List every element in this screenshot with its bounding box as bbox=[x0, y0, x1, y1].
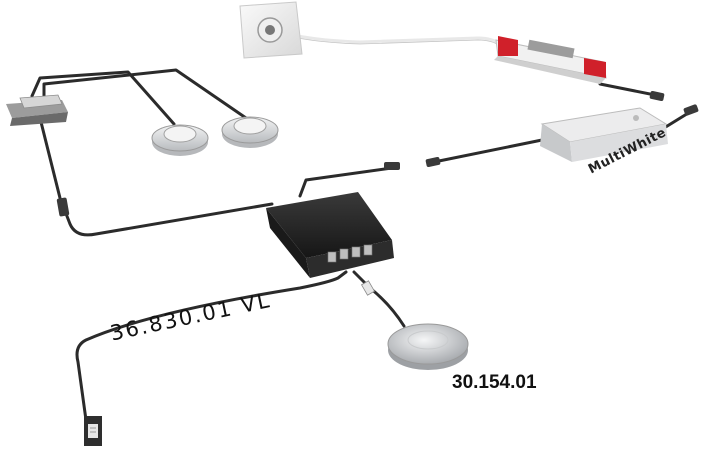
connectors bbox=[56, 91, 699, 217]
connector-right-end bbox=[683, 104, 699, 116]
power-supply bbox=[494, 36, 607, 84]
sensor-part-number: 30.154.01 bbox=[452, 372, 537, 393]
cable-distributor-to-vl bbox=[75, 270, 348, 422]
wall-socket bbox=[239, 1, 303, 59]
cable-switch-to-button-1 bbox=[30, 70, 176, 126]
cable-driver-to-psu bbox=[598, 82, 662, 98]
touch-sensor-disc bbox=[387, 323, 469, 370]
psu-red-cap-left bbox=[498, 36, 518, 56]
cable-distributor-to-sensor bbox=[352, 270, 406, 328]
cable-switch-to-button-2 bbox=[42, 68, 248, 120]
psu-red-cap-right bbox=[584, 58, 606, 78]
push-button-1 bbox=[151, 124, 209, 156]
cable-switch-to-distributor bbox=[38, 116, 274, 237]
cable-distributor-to-driver bbox=[298, 166, 394, 198]
multiwhite-driver bbox=[540, 107, 668, 162]
mains-cable bbox=[267, 26, 501, 46]
vl-plug bbox=[84, 416, 102, 446]
connector-left bbox=[56, 197, 70, 217]
connector-output-end bbox=[425, 157, 441, 167]
cables bbox=[30, 68, 692, 422]
rocker-switch bbox=[6, 94, 68, 126]
distributor-ports bbox=[327, 244, 373, 263]
connector-psu-out bbox=[649, 91, 665, 101]
connector-sensor bbox=[360, 280, 376, 296]
distributor-box bbox=[266, 192, 394, 278]
push-button-2 bbox=[221, 116, 279, 148]
cable-driver-to-output bbox=[432, 138, 544, 164]
psu-label bbox=[527, 39, 575, 59]
connector-driver-out bbox=[384, 162, 400, 170]
